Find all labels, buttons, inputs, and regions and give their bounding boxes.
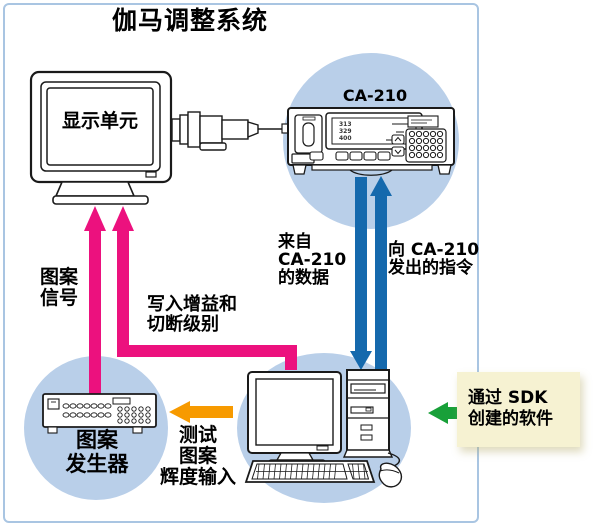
test-pattern-input-label: 测试 图案 辉度输入 [159, 424, 236, 488]
ca210-label: CA-210 [342, 86, 408, 105]
ca210-lcd-row2: 329 [339, 128, 352, 135]
computer-mouse [378, 462, 403, 488]
data-from-ca210-arrow [350, 177, 372, 370]
pattern-generator-device [42, 393, 157, 434]
patgen-foot-right [132, 426, 143, 434]
pattern-generator-circle [24, 356, 168, 500]
commands-to-ca210-arrow [370, 176, 392, 370]
ca210-foot-left [292, 164, 307, 175]
computer-device [244, 369, 403, 488]
ca210-device: 313 329 400 [281, 107, 455, 176]
data-from-ca210-label: 来自 CA-210 的数据 [278, 232, 347, 288]
write-gain-label: 写入增益和 切断级别 [147, 294, 237, 335]
commands-to-ca210-label: 向 CA-210 发出的指令 [388, 240, 480, 278]
crt-power-button [145, 171, 157, 178]
crt-monitor [29, 70, 173, 205]
sdk-arrow [428, 402, 460, 424]
sdk-note-line1: 通过 SDK [468, 388, 548, 408]
write-gain-arrow [112, 206, 297, 370]
diagram-title: 伽马调整系统 [111, 6, 268, 35]
pattern-signal-label: 图案 信号 [39, 266, 78, 309]
ca210-lcd-row3: 400 [339, 135, 352, 142]
pattern-generator-label: 图案 发生器 [65, 428, 129, 476]
ca210-down-button [391, 146, 405, 157]
ca210-up-button [391, 134, 405, 145]
measuring-probe [171, 111, 284, 151]
ca210-lcd-row1: 313 [339, 121, 352, 128]
patgen-foot-left [47, 426, 58, 434]
ca210-foot-right [437, 164, 452, 175]
test-pattern-arrow [169, 401, 233, 423]
sdk-note-line2: 创建的软件 [468, 409, 553, 429]
sdk-software-note: 通过 SDK 创建的软件 [457, 372, 580, 447]
display-unit-label: 显示单元 [61, 110, 138, 132]
pattern-signal-arrow [84, 206, 106, 394]
